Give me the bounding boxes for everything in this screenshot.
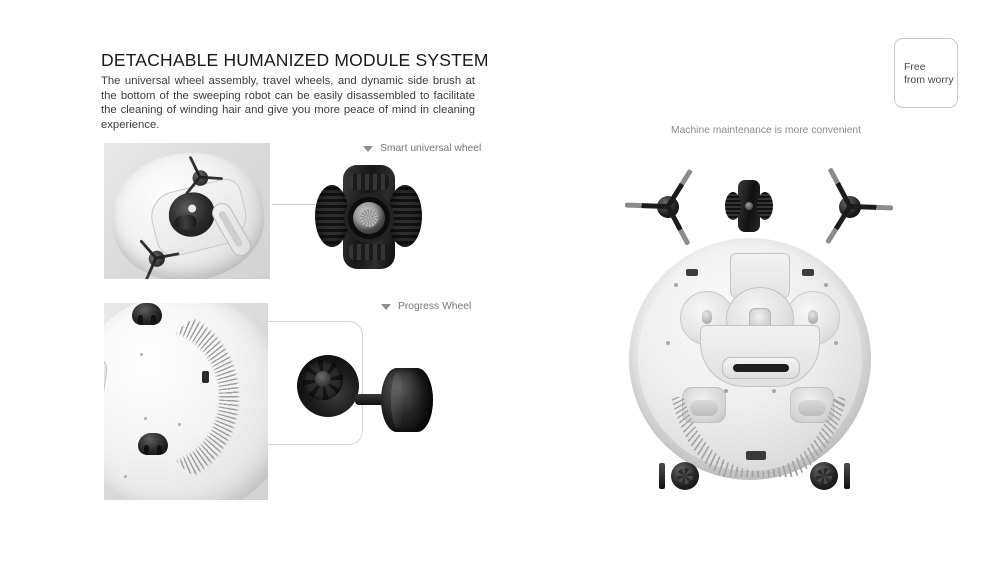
vent-grille xyxy=(158,317,250,477)
triangle-down-icon xyxy=(363,145,373,152)
section-description: The universal wheel assembly, travel whe… xyxy=(101,75,475,131)
brush-arm xyxy=(665,168,693,209)
main-brush-slot xyxy=(722,357,800,379)
screw-dot xyxy=(144,417,147,420)
dustbin-slot xyxy=(104,353,109,431)
vent-slot xyxy=(686,269,698,276)
screw-dot xyxy=(178,423,181,426)
travel-wheel-icon xyxy=(132,303,162,325)
travel-wheel-right xyxy=(806,461,850,491)
photo-travel-wheels-location xyxy=(104,303,268,500)
robot-underside-full-view xyxy=(629,238,871,480)
module-center-hub xyxy=(745,202,753,210)
leader-bracket-progress-wheel xyxy=(268,321,363,445)
right-caption: Machine maintenance is more convenient xyxy=(671,125,862,136)
callout-label: Smart universal wheel xyxy=(380,143,482,154)
page-title: DETACHABLE HUMANIZED MODULE SYSTEM xyxy=(101,50,489,70)
side-brush-icon xyxy=(176,154,224,201)
wheel-tread xyxy=(381,368,433,432)
callout-smart-universal-wheel: Smart universal wheel xyxy=(363,143,481,154)
spec-label xyxy=(746,451,766,460)
side-brush-left xyxy=(624,163,710,249)
wheel-axle-bar xyxy=(659,463,665,489)
charging-port xyxy=(202,371,209,383)
robot-base-plate xyxy=(638,247,862,477)
roller-wheel-part xyxy=(297,355,359,417)
travel-wheel-icon xyxy=(138,433,168,455)
wheel-disc xyxy=(671,462,699,490)
wheel-disc xyxy=(810,462,838,490)
axle-travel-wheel-part xyxy=(355,368,433,432)
free-from-worry-badge: Free from worry xyxy=(894,38,958,108)
module-tire-right xyxy=(757,192,773,220)
wheel-axle xyxy=(355,394,389,405)
brush-arm xyxy=(624,202,670,210)
robot-underside-illustration xyxy=(104,303,268,500)
wheel-axle-bar xyxy=(844,463,850,489)
triangle-down-icon xyxy=(381,303,391,310)
badge-label: Free from worry xyxy=(904,61,954,86)
screw-dot xyxy=(772,389,776,393)
universal-wheel-module xyxy=(315,163,422,271)
module-center-hub xyxy=(353,202,385,234)
leader-line-universal-wheel xyxy=(272,204,328,205)
travel-wheel-left xyxy=(659,461,703,491)
robot-underside-illustration xyxy=(105,145,270,279)
screw-dot xyxy=(824,283,828,287)
screw-dot xyxy=(674,283,678,287)
screw-dot xyxy=(140,353,143,356)
screw-dot xyxy=(666,341,670,345)
vent-slot xyxy=(802,269,814,276)
callout-label: Progress Wheel xyxy=(398,301,472,312)
screw-dot xyxy=(834,341,838,345)
module-body xyxy=(343,165,395,269)
side-brush-right xyxy=(806,163,894,249)
hub-highlight xyxy=(187,204,197,213)
roller-spokes xyxy=(303,360,343,400)
callout-progress-wheel: Progress Wheel xyxy=(381,301,471,312)
center-universal-wheel-module xyxy=(725,180,773,232)
screw-dot xyxy=(724,389,728,393)
module-tire-left xyxy=(725,192,741,220)
screw-dot xyxy=(124,475,127,478)
photo-universal-wheel-location xyxy=(104,143,270,279)
module-tire-right xyxy=(388,185,422,247)
hub-roller xyxy=(173,214,198,231)
module-tire-left xyxy=(315,185,349,247)
